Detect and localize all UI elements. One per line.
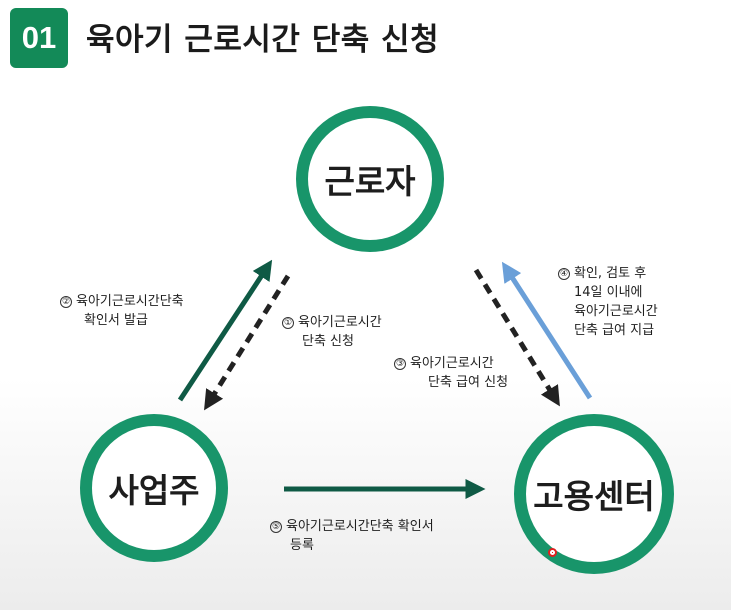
step-2-line1: 육아기근로시간단축 bbox=[76, 294, 184, 309]
arrow-employer-to-worker bbox=[177, 259, 273, 402]
step-3-label: ③ 육아기근로시간 단축 급여 신청 bbox=[394, 354, 508, 392]
step-5-line2: 등록 bbox=[290, 538, 314, 553]
node-employment-center: 고용센터 bbox=[514, 414, 674, 574]
step-4-line1: 확인, 검토 후 bbox=[574, 266, 647, 281]
step-1-label: ① 육아기근로시간 단축 신청 bbox=[282, 313, 382, 351]
node-employer: 사업주 bbox=[80, 414, 228, 562]
section-number-badge: 01 bbox=[10, 8, 68, 68]
step-2-label: ② 육아기근로시간단축 확인서 발급 bbox=[60, 292, 184, 330]
arrow-worker-to-employer bbox=[204, 274, 291, 411]
step-2-line2: 확인서 발급 bbox=[84, 313, 148, 328]
step-2-number: ② bbox=[60, 296, 72, 308]
step-4-line3: 육아기근로시간 bbox=[574, 304, 658, 319]
step-5-label: ⑤ 육아기근로시간단축 확인서 등록 bbox=[270, 517, 434, 555]
step-3-line1: 육아기근로시간 bbox=[410, 356, 494, 371]
step-1-line2: 단축 신청 bbox=[302, 334, 354, 349]
node-worker: 근로자 bbox=[296, 106, 444, 252]
step-4-number: ④ bbox=[558, 268, 570, 280]
step-3-line2: 단축 급여 신청 bbox=[428, 375, 509, 390]
step-5-number: ⑤ bbox=[270, 521, 282, 533]
step-1-line1: 육아기근로시간 bbox=[298, 315, 382, 330]
mouse-cursor-icon bbox=[548, 548, 557, 557]
arrow-worker-to-center bbox=[473, 268, 560, 407]
arrow-center-to-worker bbox=[501, 261, 593, 400]
step-4-line4: 단축 급여 지급 bbox=[574, 323, 655, 338]
page-title: 육아기 근로시간 단축 신청 bbox=[86, 22, 440, 58]
header: 01 육아기 근로시간 단축 신청 bbox=[0, 0, 731, 80]
step-3-number: ③ bbox=[394, 358, 406, 370]
step-1-number: ① bbox=[282, 317, 294, 329]
step-4-label: ④ 확인, 검토 후 14일 이내에 육아기근로시간 단축 급여 지급 bbox=[558, 264, 658, 340]
step-5-line1: 육아기근로시간단축 확인서 bbox=[286, 519, 434, 534]
step-4-line2: 14일 이내에 bbox=[574, 285, 643, 300]
